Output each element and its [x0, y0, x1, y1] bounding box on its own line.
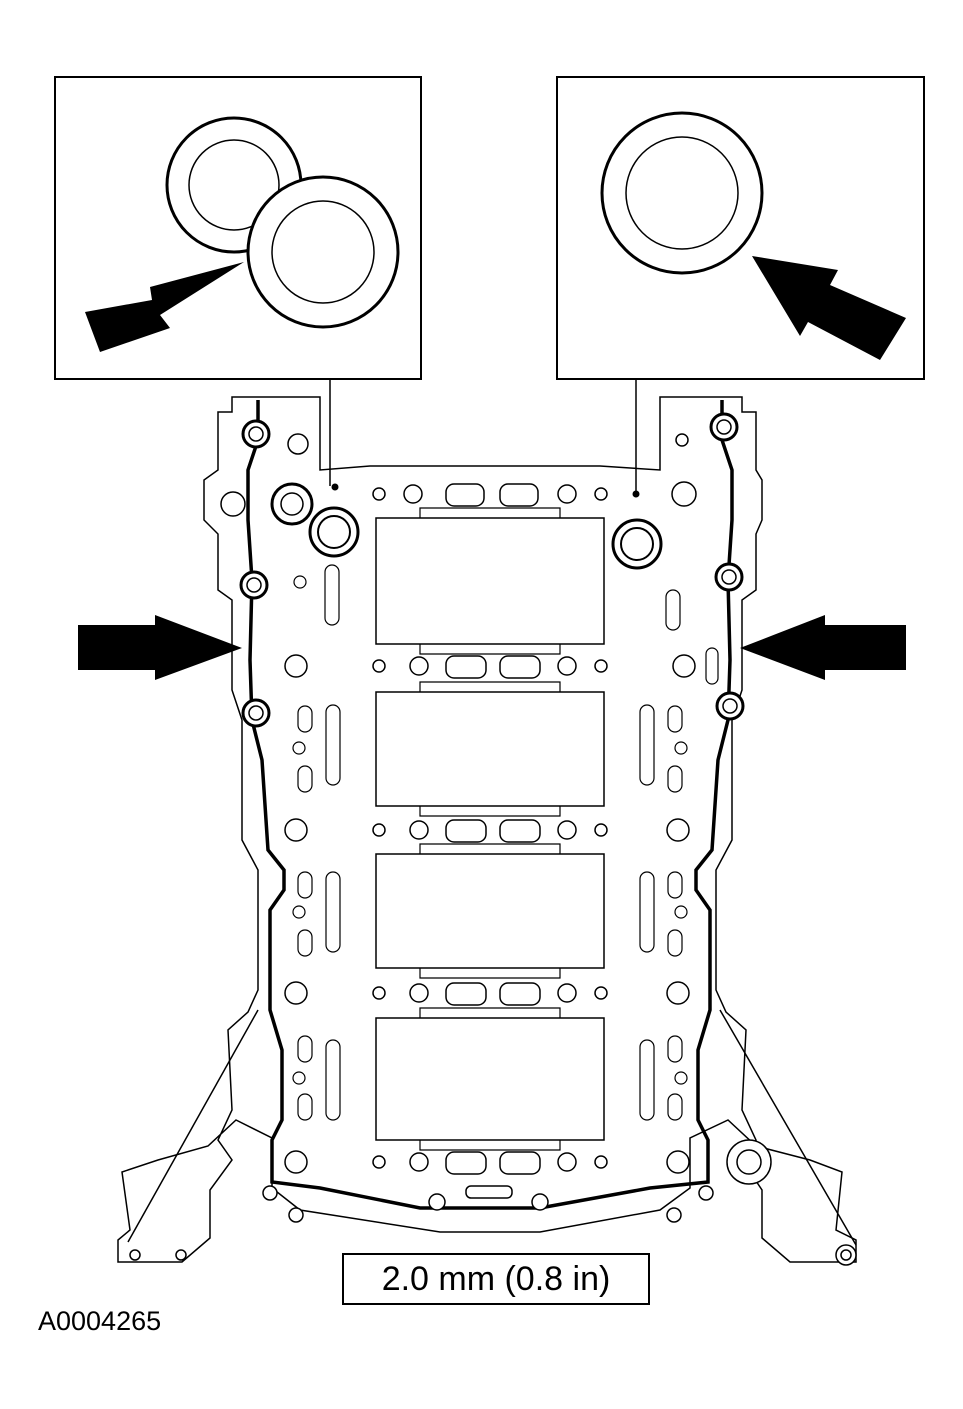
bore-1 — [375, 517, 605, 645]
left-side-arrow — [78, 615, 242, 680]
right-side-arrow — [740, 615, 906, 680]
left-detail-arrow — [85, 262, 244, 352]
bore-3 — [375, 853, 605, 969]
bore-2 — [375, 691, 605, 807]
detail-box-left — [54, 76, 422, 380]
side-passages — [292, 564, 719, 1121]
bolt-hole-rows — [129, 483, 857, 1266]
bore-4 — [375, 1017, 605, 1141]
detail-box-right — [556, 76, 925, 380]
right-detail-arrow — [752, 256, 906, 360]
bolt-bosses — [220, 412, 745, 728]
figure-id: A0004265 — [38, 1306, 162, 1336]
cylinder-bores — [375, 517, 605, 1141]
measurement-label: 2.0 mm (0.8 in) — [342, 1253, 650, 1305]
block-outline — [117, 396, 857, 1263]
measurement-text: 2.0 mm (0.8 in) — [381, 1259, 611, 1298]
